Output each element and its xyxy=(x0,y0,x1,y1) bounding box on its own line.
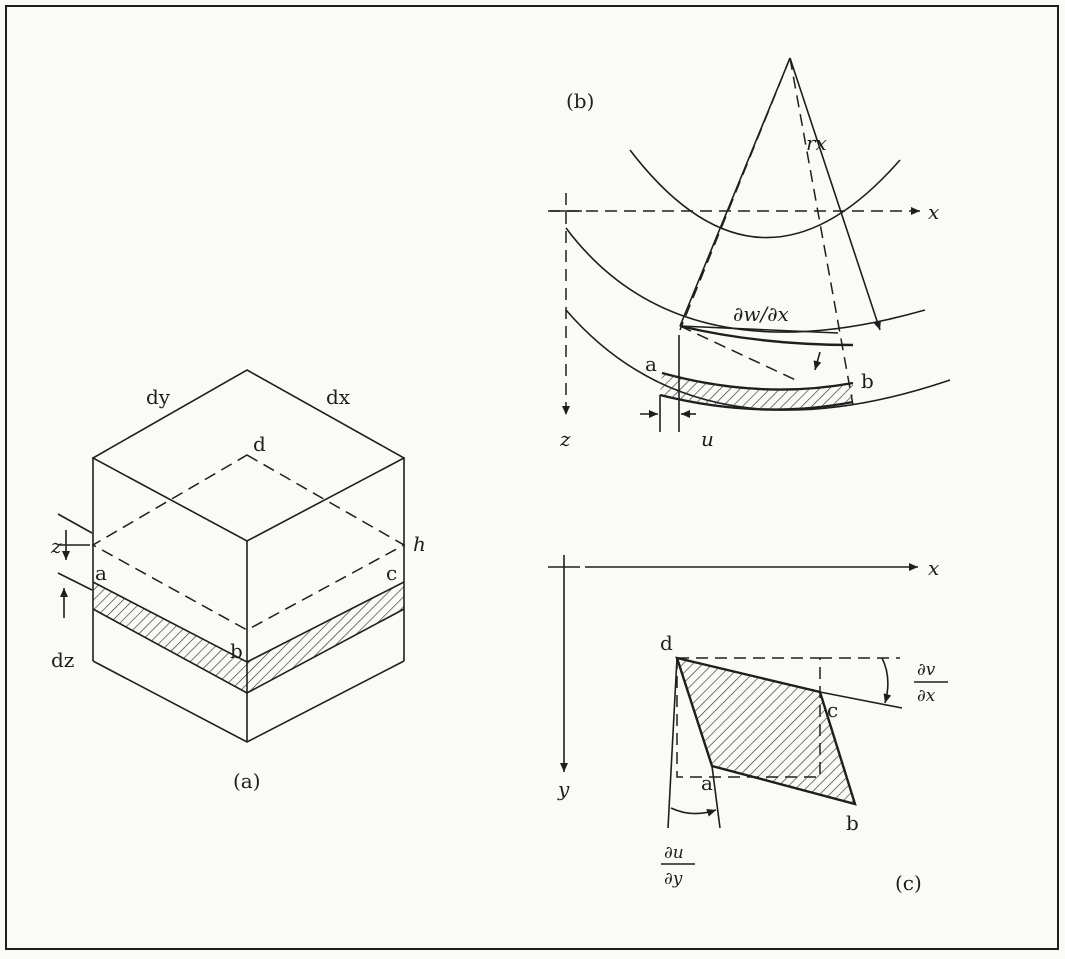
dv-numerator: ∂v xyxy=(917,660,936,680)
label-z-b: z xyxy=(559,427,571,451)
label-rx: rx xyxy=(806,131,827,155)
dv-denominator: ∂x xyxy=(917,686,936,706)
hatched-layer-right xyxy=(247,582,404,693)
hatched-layer-b xyxy=(660,373,853,410)
du-numerator: ∂u xyxy=(664,843,684,863)
z-ext-bottom xyxy=(57,572,93,591)
label-x-b: x xyxy=(928,200,939,224)
point-a: a xyxy=(95,561,107,585)
caption-a: (a) xyxy=(233,769,261,793)
radial-right xyxy=(789,57,854,406)
caption-b: (b) xyxy=(566,89,594,113)
point-b: b xyxy=(230,639,243,663)
point-d-c: d xyxy=(660,631,673,655)
label-u: u xyxy=(701,427,714,451)
point-c: c xyxy=(386,561,397,585)
label-y-c: y xyxy=(557,777,570,801)
deformed-element xyxy=(675,656,857,806)
panel-a: dy dx d z h a c b dz (a) xyxy=(50,369,426,793)
slope-dashed xyxy=(679,325,801,383)
label-z: z xyxy=(50,534,62,558)
radial-left-solid xyxy=(679,57,791,327)
arc-outer-upper xyxy=(565,227,926,333)
point-a-c: a xyxy=(701,771,713,795)
du-angle-arc xyxy=(670,807,717,817)
arc-neutral xyxy=(679,324,854,347)
label-dz: dz xyxy=(51,648,74,672)
layer-bottom-line xyxy=(92,608,405,694)
label-h: h xyxy=(413,532,426,556)
point-b-b: b xyxy=(861,369,874,393)
radial-rx xyxy=(789,57,881,331)
point-a-b: a xyxy=(645,352,657,376)
dv-line xyxy=(819,691,903,709)
slope-tangent xyxy=(679,325,839,334)
label-dx: dx xyxy=(326,385,351,409)
layer-top-line xyxy=(92,581,405,663)
point-d: d xyxy=(253,432,266,456)
point-c-c: c xyxy=(827,698,838,722)
mid-plane-dashed xyxy=(91,454,406,631)
label-dy: dy xyxy=(146,385,171,409)
slope-arrow xyxy=(813,351,822,371)
z-ext-top xyxy=(57,513,93,534)
label-x-c: x xyxy=(928,556,939,580)
original-square xyxy=(676,657,821,778)
cube-bottom-edge xyxy=(92,660,405,743)
dv-angle-arc xyxy=(881,657,892,704)
label-slope: ∂w/∂x xyxy=(733,302,789,326)
du-reference xyxy=(667,657,678,829)
du-line xyxy=(711,765,721,829)
point-b-c: b xyxy=(846,811,859,835)
du-denominator: ∂y xyxy=(664,869,683,889)
panel-c: x y d c a b ∂v ∂x ∂u ∂y (c) xyxy=(548,555,948,895)
arc-top xyxy=(629,149,901,239)
panel-b: (b) rx x ∂w/∂x a b z u xyxy=(548,57,951,451)
hatched-layer-left xyxy=(93,582,247,693)
caption-c: (c) xyxy=(895,871,922,895)
figure-frame xyxy=(5,5,1059,950)
